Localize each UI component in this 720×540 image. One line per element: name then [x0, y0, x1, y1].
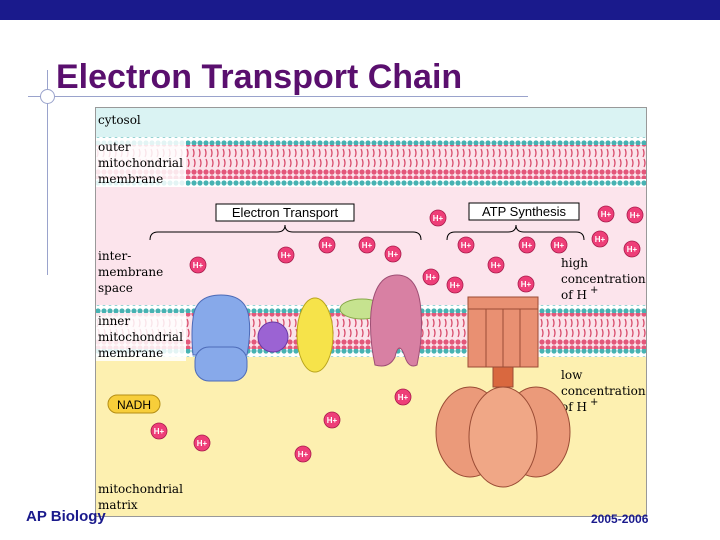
- matrix-label-line2: matrix: [98, 498, 138, 512]
- proton-marker: [358, 236, 376, 254]
- proton-group: H+ H+ H+ H+ H+ H+ H+ H+ H+ H+ H+ H+ H+ H+ H+ H+ H+ H+ H+ H+…: [150, 205, 644, 463]
- proton-marker: [591, 230, 609, 248]
- high-concentration-label-line3: of H: [561, 288, 587, 302]
- electron-transport-diagram: cytosol outer mitochondrial membrane int…: [95, 107, 647, 517]
- proton-label: H+: [627, 245, 638, 254]
- proton-marker: [623, 240, 641, 258]
- proton-label: H+: [388, 250, 399, 259]
- horizontal-rule: [28, 96, 528, 97]
- rule-crosshair-circle: [40, 89, 55, 104]
- inner-membrane-label-bg: [96, 313, 186, 361]
- proton-label: H+: [630, 211, 641, 220]
- proton-marker: [457, 236, 475, 254]
- complex-iv-protein: [370, 274, 422, 367]
- proton-marker: [429, 209, 447, 227]
- proton-marker: [318, 236, 336, 254]
- top-bar: [0, 0, 720, 20]
- proton-label: H+: [298, 450, 309, 459]
- high-concentration-label-line1: high: [561, 256, 588, 270]
- outer-membrane-label-bg: [96, 139, 186, 187]
- inner-membrane-label-line3: membrane: [98, 346, 163, 360]
- atp-synthesis-brace: [446, 224, 585, 241]
- nadh-badge: [107, 394, 161, 414]
- inner-membrane-label-line1: inner: [98, 314, 130, 328]
- intermembrane-label-line3: space: [98, 281, 133, 295]
- atp-synthesis-box: [468, 202, 580, 221]
- outer-membrane: [95, 137, 647, 187]
- proton-marker: [150, 422, 168, 440]
- proton-marker: [323, 411, 341, 429]
- proton-marker: [294, 445, 312, 463]
- proton-label: H+: [322, 241, 333, 250]
- cytosol-zone: [95, 107, 647, 137]
- proton-marker: [626, 206, 644, 224]
- proton-label: H+: [426, 273, 437, 282]
- electron-transport-brace: [149, 224, 422, 241]
- electron-transport-heading: Electron Transport: [232, 205, 339, 220]
- outer-membrane-label-line2: mitochondrial: [98, 156, 183, 170]
- proton-marker: [277, 246, 295, 264]
- low-concentration-label-line2: concentration: [561, 384, 646, 398]
- low-concentration-plus: +: [590, 397, 598, 408]
- proton-label: H+: [601, 210, 612, 219]
- proton-marker: [384, 245, 402, 263]
- proton-marker: [550, 236, 568, 254]
- electron-transport-box: [215, 203, 355, 222]
- proton-label: H+: [398, 393, 409, 402]
- vertical-rule: [47, 70, 48, 275]
- proton-marker: [422, 268, 440, 286]
- proton-label: H+: [154, 427, 165, 436]
- proton-marker: [394, 388, 412, 406]
- proton-marker: [597, 205, 615, 223]
- proton-marker: [517, 275, 535, 293]
- atp-synthesis-heading: ATP Synthesis: [482, 204, 567, 219]
- proton-label: H+: [554, 241, 565, 250]
- proton-label: H+: [595, 235, 606, 244]
- slide-title: Electron Transport Chain: [56, 58, 463, 96]
- low-concentration-label-line3: of H: [561, 400, 587, 414]
- proton-marker: [487, 256, 505, 274]
- proton-label: H+: [450, 281, 461, 290]
- proton-label: H+: [193, 261, 204, 270]
- proton-label: H+: [281, 251, 292, 260]
- outer-membrane-label-line1: outer: [98, 140, 131, 154]
- proton-label: H+: [461, 241, 472, 250]
- proton-label: H+: [197, 439, 208, 448]
- proton-marker: [518, 236, 536, 254]
- proton-label: H+: [327, 416, 338, 425]
- nadh-label: NADH: [117, 398, 151, 412]
- outer-membrane-label-line3: membrane: [98, 172, 163, 186]
- diagram-frame: [95, 107, 647, 517]
- matrix-label-line1: mitochondrial: [98, 482, 183, 496]
- proton-label: H+: [491, 261, 502, 270]
- cytosol-label-bg: [96, 110, 146, 127]
- proton-label: H+: [522, 241, 533, 250]
- low-concentration-label-line1: low: [561, 368, 583, 382]
- high-concentration-label-line2: concentration: [561, 272, 646, 286]
- ubiquinone-carrier: [257, 321, 289, 353]
- intermembrane-label-line2: membrane: [98, 265, 163, 279]
- proton-label: H+: [362, 241, 373, 250]
- footer-course: AP Biology: [26, 508, 106, 525]
- complex-i-protein: [191, 294, 251, 382]
- proton-label: H+: [521, 280, 532, 289]
- proton-label: H+: [433, 214, 444, 223]
- proton-marker: [446, 276, 464, 294]
- inner-membrane-label-line2: mitochondrial: [98, 330, 183, 344]
- footer-year: 2005-2006: [591, 512, 649, 526]
- cytosol-label: cytosol: [98, 113, 141, 127]
- high-concentration-plus: +: [590, 285, 598, 296]
- proton-marker: [189, 256, 207, 274]
- complex-iii-protein: [296, 297, 334, 373]
- atp-synthase: [435, 296, 571, 488]
- intermembrane-label-line1: inter-: [98, 249, 131, 263]
- proton-marker: [193, 434, 211, 452]
